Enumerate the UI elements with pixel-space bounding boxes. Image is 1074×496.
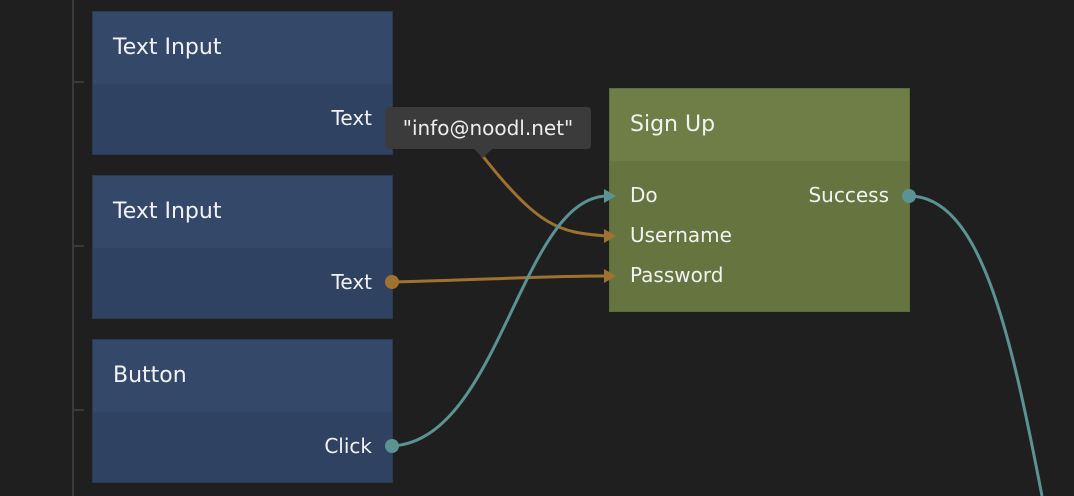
port-click-output[interactable]: Click	[324, 434, 372, 458]
port-password-input[interactable]: Password	[630, 263, 724, 287]
port-success-output[interactable]: Success	[808, 183, 889, 207]
sign-up-node[interactable]: Sign Up Do Username Password Success	[609, 88, 910, 312]
text-input-node-1[interactable]: Text Input Text	[92, 11, 393, 155]
value-tooltip: "info@noodl.net"	[385, 107, 591, 149]
node-body: Click	[93, 412, 392, 482]
hierarchy-line	[72, 0, 74, 496]
success-signal-wire[interactable]	[908, 194, 1044, 496]
hierarchy-tick	[72, 245, 84, 247]
hierarchy-tick	[72, 409, 84, 411]
port-text-output[interactable]: Text	[331, 106, 372, 130]
node-title: Sign Up	[610, 89, 909, 161]
node-title: Button	[93, 340, 392, 412]
button-node[interactable]: Button Click	[92, 339, 393, 483]
username-wire[interactable]	[476, 149, 607, 238]
node-title: Text Input	[93, 176, 392, 248]
password-wire[interactable]	[391, 274, 607, 284]
port-text-output[interactable]: Text	[331, 270, 372, 294]
node-body: Text	[93, 248, 392, 318]
node-body: Do Username Password Success	[610, 161, 909, 311]
do-signal-wire[interactable]	[391, 194, 607, 448]
hierarchy-tick	[72, 81, 84, 83]
text-input-node-2[interactable]: Text Input Text	[92, 175, 393, 319]
node-title: Text Input	[93, 12, 392, 84]
tooltip-pointer	[474, 149, 492, 158]
port-do-input[interactable]: Do	[630, 183, 658, 207]
port-username-input[interactable]: Username	[630, 223, 732, 247]
node-body: Text	[93, 84, 392, 154]
